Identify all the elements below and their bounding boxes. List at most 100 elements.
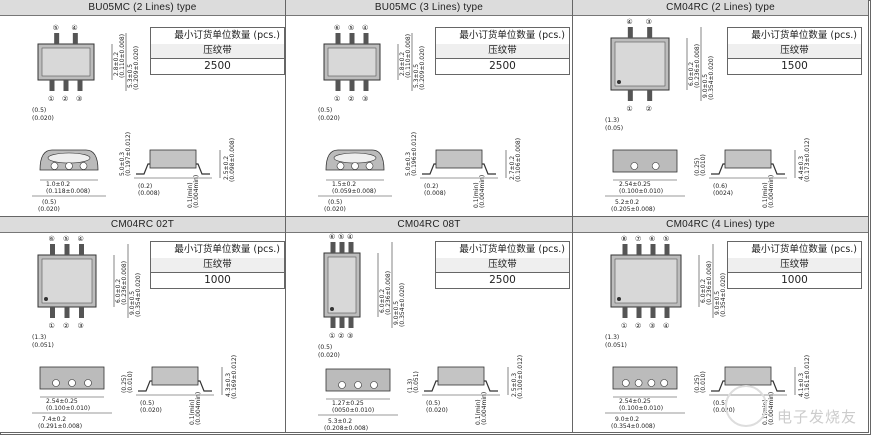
dim-text: (0.008) bbox=[424, 190, 446, 197]
dim-text: 9.0±0.2 bbox=[615, 416, 639, 423]
lead-section bbox=[52, 379, 60, 387]
order-box: 最小订货单位数量 (pcs.) 压纹带 1500 bbox=[727, 27, 862, 75]
order-box: 最小订货单位数量 (pcs.) 压纹带 2500 bbox=[150, 27, 285, 75]
tape-label: 压纹带 bbox=[436, 44, 569, 59]
pin-label: ① bbox=[626, 105, 632, 113]
dim-text: 0.1(min) bbox=[187, 182, 194, 208]
lead-section bbox=[621, 379, 630, 387]
watermark: 电子发烧友 bbox=[776, 408, 857, 426]
lead-section bbox=[65, 162, 73, 170]
dim-text: (0.100±0.012) bbox=[517, 355, 524, 399]
dim-text: 0.1(min) bbox=[762, 182, 769, 208]
pin-label: ② bbox=[348, 95, 354, 103]
lead bbox=[664, 307, 670, 318]
lead bbox=[335, 33, 341, 44]
dim-text: (0.291±0.008) bbox=[38, 423, 82, 430]
lead bbox=[330, 317, 336, 328]
dim-text: (0.010) bbox=[700, 371, 707, 393]
lead bbox=[339, 242, 345, 253]
lead bbox=[622, 307, 628, 318]
quantity-value: 2500 bbox=[489, 60, 516, 72]
dim-text: (0.020) bbox=[32, 115, 54, 122]
dim-text: (0.020) bbox=[318, 352, 340, 359]
dim-text: 4.3±0.3 bbox=[225, 373, 232, 397]
dim-text: (0.100±0.010) bbox=[619, 188, 663, 195]
tape-label: 压纹带 bbox=[151, 258, 284, 273]
lead bbox=[650, 244, 656, 255]
side-view-body bbox=[437, 366, 485, 386]
dim-text: (0.236±0.008) bbox=[121, 261, 128, 305]
pin-label: ② bbox=[62, 95, 68, 103]
lead-section bbox=[84, 379, 92, 387]
lead bbox=[79, 307, 84, 318]
lead-section bbox=[370, 381, 378, 389]
dim-text: 6.0±0.2 bbox=[700, 279, 707, 303]
lead bbox=[664, 244, 670, 255]
lead-section bbox=[634, 379, 643, 387]
order-box: 最小订货单位数量 (pcs.) 压纹带 1000 bbox=[150, 241, 285, 289]
side-view-body bbox=[151, 366, 199, 386]
dim-text: (0.354±0.020) bbox=[399, 283, 406, 327]
pin-label: ③ bbox=[646, 18, 652, 26]
dim-text: 2.7±0.2 bbox=[509, 156, 516, 180]
dim-text: (0.205±0.008) bbox=[611, 206, 655, 213]
tape-label: 压纹带 bbox=[728, 258, 861, 273]
pin-label: ② bbox=[338, 332, 344, 340]
dim-text: (0.004min) bbox=[479, 175, 486, 208]
pin-label: ⑤ bbox=[348, 24, 354, 32]
side-view-body bbox=[724, 149, 772, 169]
dim-text: 9.0±0.5 bbox=[393, 301, 400, 325]
dim-text: (0.5) bbox=[32, 107, 46, 114]
lead bbox=[363, 33, 369, 44]
pin-label: ⑦ bbox=[635, 235, 641, 243]
pin1-marker bbox=[617, 80, 621, 84]
dim-text: 5.3±0.2 bbox=[328, 418, 352, 425]
lead bbox=[636, 307, 642, 318]
dim-text: (0.196±0.012) bbox=[411, 132, 418, 176]
side-lead-right bbox=[771, 380, 785, 392]
lead bbox=[79, 244, 84, 255]
lead-section bbox=[336, 162, 345, 170]
lead bbox=[650, 307, 656, 318]
lead-section bbox=[630, 162, 639, 170]
dim-text: 2.5±0.2 bbox=[223, 156, 230, 180]
dim-text: (0.2) bbox=[138, 183, 152, 190]
end-view-body bbox=[612, 366, 678, 390]
pin-label: ① bbox=[48, 95, 54, 103]
cell-bu05mc-3lines: BU05MC (3 Lines) type 最小订货单位数量 (pcs.) 压纹… bbox=[286, 0, 573, 217]
pin-label: ② bbox=[635, 322, 641, 330]
dim-text: 4.1±0.3 bbox=[798, 373, 805, 397]
dim-text: (0.208±0.008) bbox=[324, 425, 368, 432]
dim-text: (0.010) bbox=[700, 154, 707, 176]
lead bbox=[335, 80, 341, 91]
pin1-marker bbox=[44, 297, 48, 301]
dim-text: 0.1(min) bbox=[475, 399, 482, 425]
dim-text: 2.54±0.25 bbox=[46, 398, 78, 405]
lead bbox=[63, 80, 69, 91]
pin-label: ④ bbox=[626, 18, 632, 26]
lead-section bbox=[365, 162, 374, 170]
dim-text: 2.8±0.2 bbox=[113, 52, 120, 76]
side-lead-right bbox=[482, 163, 496, 175]
order-box: 最小订货单位数量 (pcs.) 压纹带 2500 bbox=[435, 241, 570, 289]
dim-text: (0.161±0.012) bbox=[804, 355, 811, 399]
dim-text: (0.2) bbox=[424, 183, 438, 190]
lead bbox=[50, 307, 55, 318]
dim-text: (0050±0.010) bbox=[332, 407, 374, 414]
pin-label: ① bbox=[329, 332, 335, 340]
dim-text: (0.236±0.008) bbox=[385, 271, 392, 315]
pin-label: ⑤ bbox=[63, 235, 69, 243]
pin-label: ② bbox=[646, 105, 652, 113]
dim-text: (0.209±0.020) bbox=[133, 46, 140, 90]
side-lead-left bbox=[422, 163, 436, 175]
order-box: 最小订货单位数量 (pcs.) 压纹带 2500 bbox=[435, 27, 570, 75]
dim-text: (0.010) bbox=[127, 371, 134, 393]
dim-text: (0.354±0.020) bbox=[720, 273, 727, 317]
pin-label: ③ bbox=[347, 332, 353, 340]
pin-label: ④ bbox=[347, 233, 353, 241]
